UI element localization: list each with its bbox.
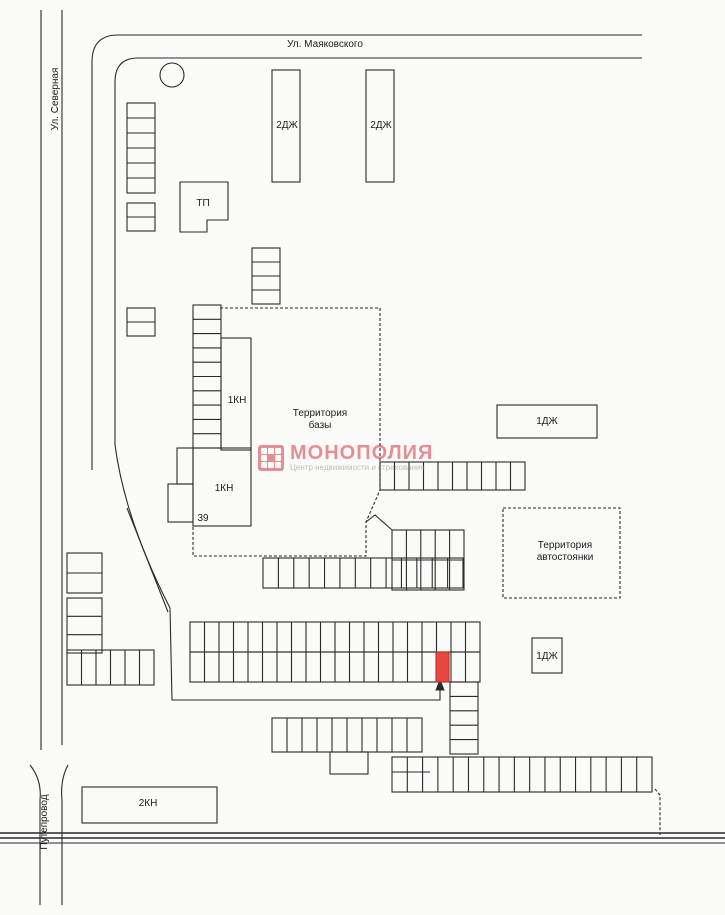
building-1kn-annex [176, 447, 194, 485]
building-tp [179, 181, 229, 233]
road-puteprovod-edge [29, 764, 41, 905]
building-1dzh-lower [531, 637, 563, 674]
road-inner-edge [126, 507, 169, 613]
area-parking [502, 507, 621, 599]
building-number-39: 39 [197, 513, 209, 524]
building-label-2kn: 2КН [138, 798, 158, 809]
watermark-subtitle: Центр недвижимости и страхования [290, 463, 425, 472]
garage-row-center [262, 557, 464, 589]
round-structure [159, 62, 185, 88]
watermark-title: МОНОПОЛИЯ [290, 442, 434, 464]
street-label-severnaya: Ул. Северная [50, 67, 61, 131]
street-label-puteprovod: Путепровод [39, 794, 50, 850]
garage-column-right [449, 681, 479, 755]
area-label-parking: Территория автостоянки [536, 540, 594, 563]
garage-wedge [365, 514, 393, 531]
building-label-1dzh-upper: 1ДЖ [536, 416, 558, 427]
road-puteprovod-edge [61, 764, 69, 905]
drive-arrow-icon [435, 678, 445, 691]
building-label-2dzh-right: 2ДЖ [370, 120, 392, 131]
road-mayakovskogo-inner-curb [114, 57, 642, 83]
building-label-tp: ТП [196, 198, 210, 209]
building-2kn [81, 786, 218, 824]
highlighted-garage-unit [435, 651, 450, 683]
site-boundary [654, 788, 661, 835]
building-2dzh-left [271, 69, 301, 183]
street-label-mayakovskogo: Ул. Маяковского [287, 39, 363, 50]
area-label-base: Территория базы [292, 408, 348, 431]
building-1kn-upper [220, 337, 252, 451]
garage-row-bottom-right [391, 756, 653, 793]
building-label-1dzh-lower: 1ДЖ [536, 651, 558, 662]
road-inner-drive [114, 82, 441, 701]
building-1dzh-upper [496, 404, 598, 439]
watermark-logo-icon [258, 445, 284, 471]
building-label-1kn-upper: 1КН [227, 395, 247, 406]
building-2dzh-right [365, 69, 395, 183]
watermark: МОНОПОЛИЯ Центр недвижимости и страхован… [258, 443, 433, 473]
garage-small-bottom [329, 751, 369, 775]
building-1kn-annex-low [167, 483, 194, 523]
garage-left-column [66, 597, 103, 654]
building-label-1kn-lower: 1КН [214, 483, 234, 494]
building-label-2dzh-left: 2ДЖ [276, 120, 298, 131]
road-mayakovskogo-curb [91, 34, 642, 63]
